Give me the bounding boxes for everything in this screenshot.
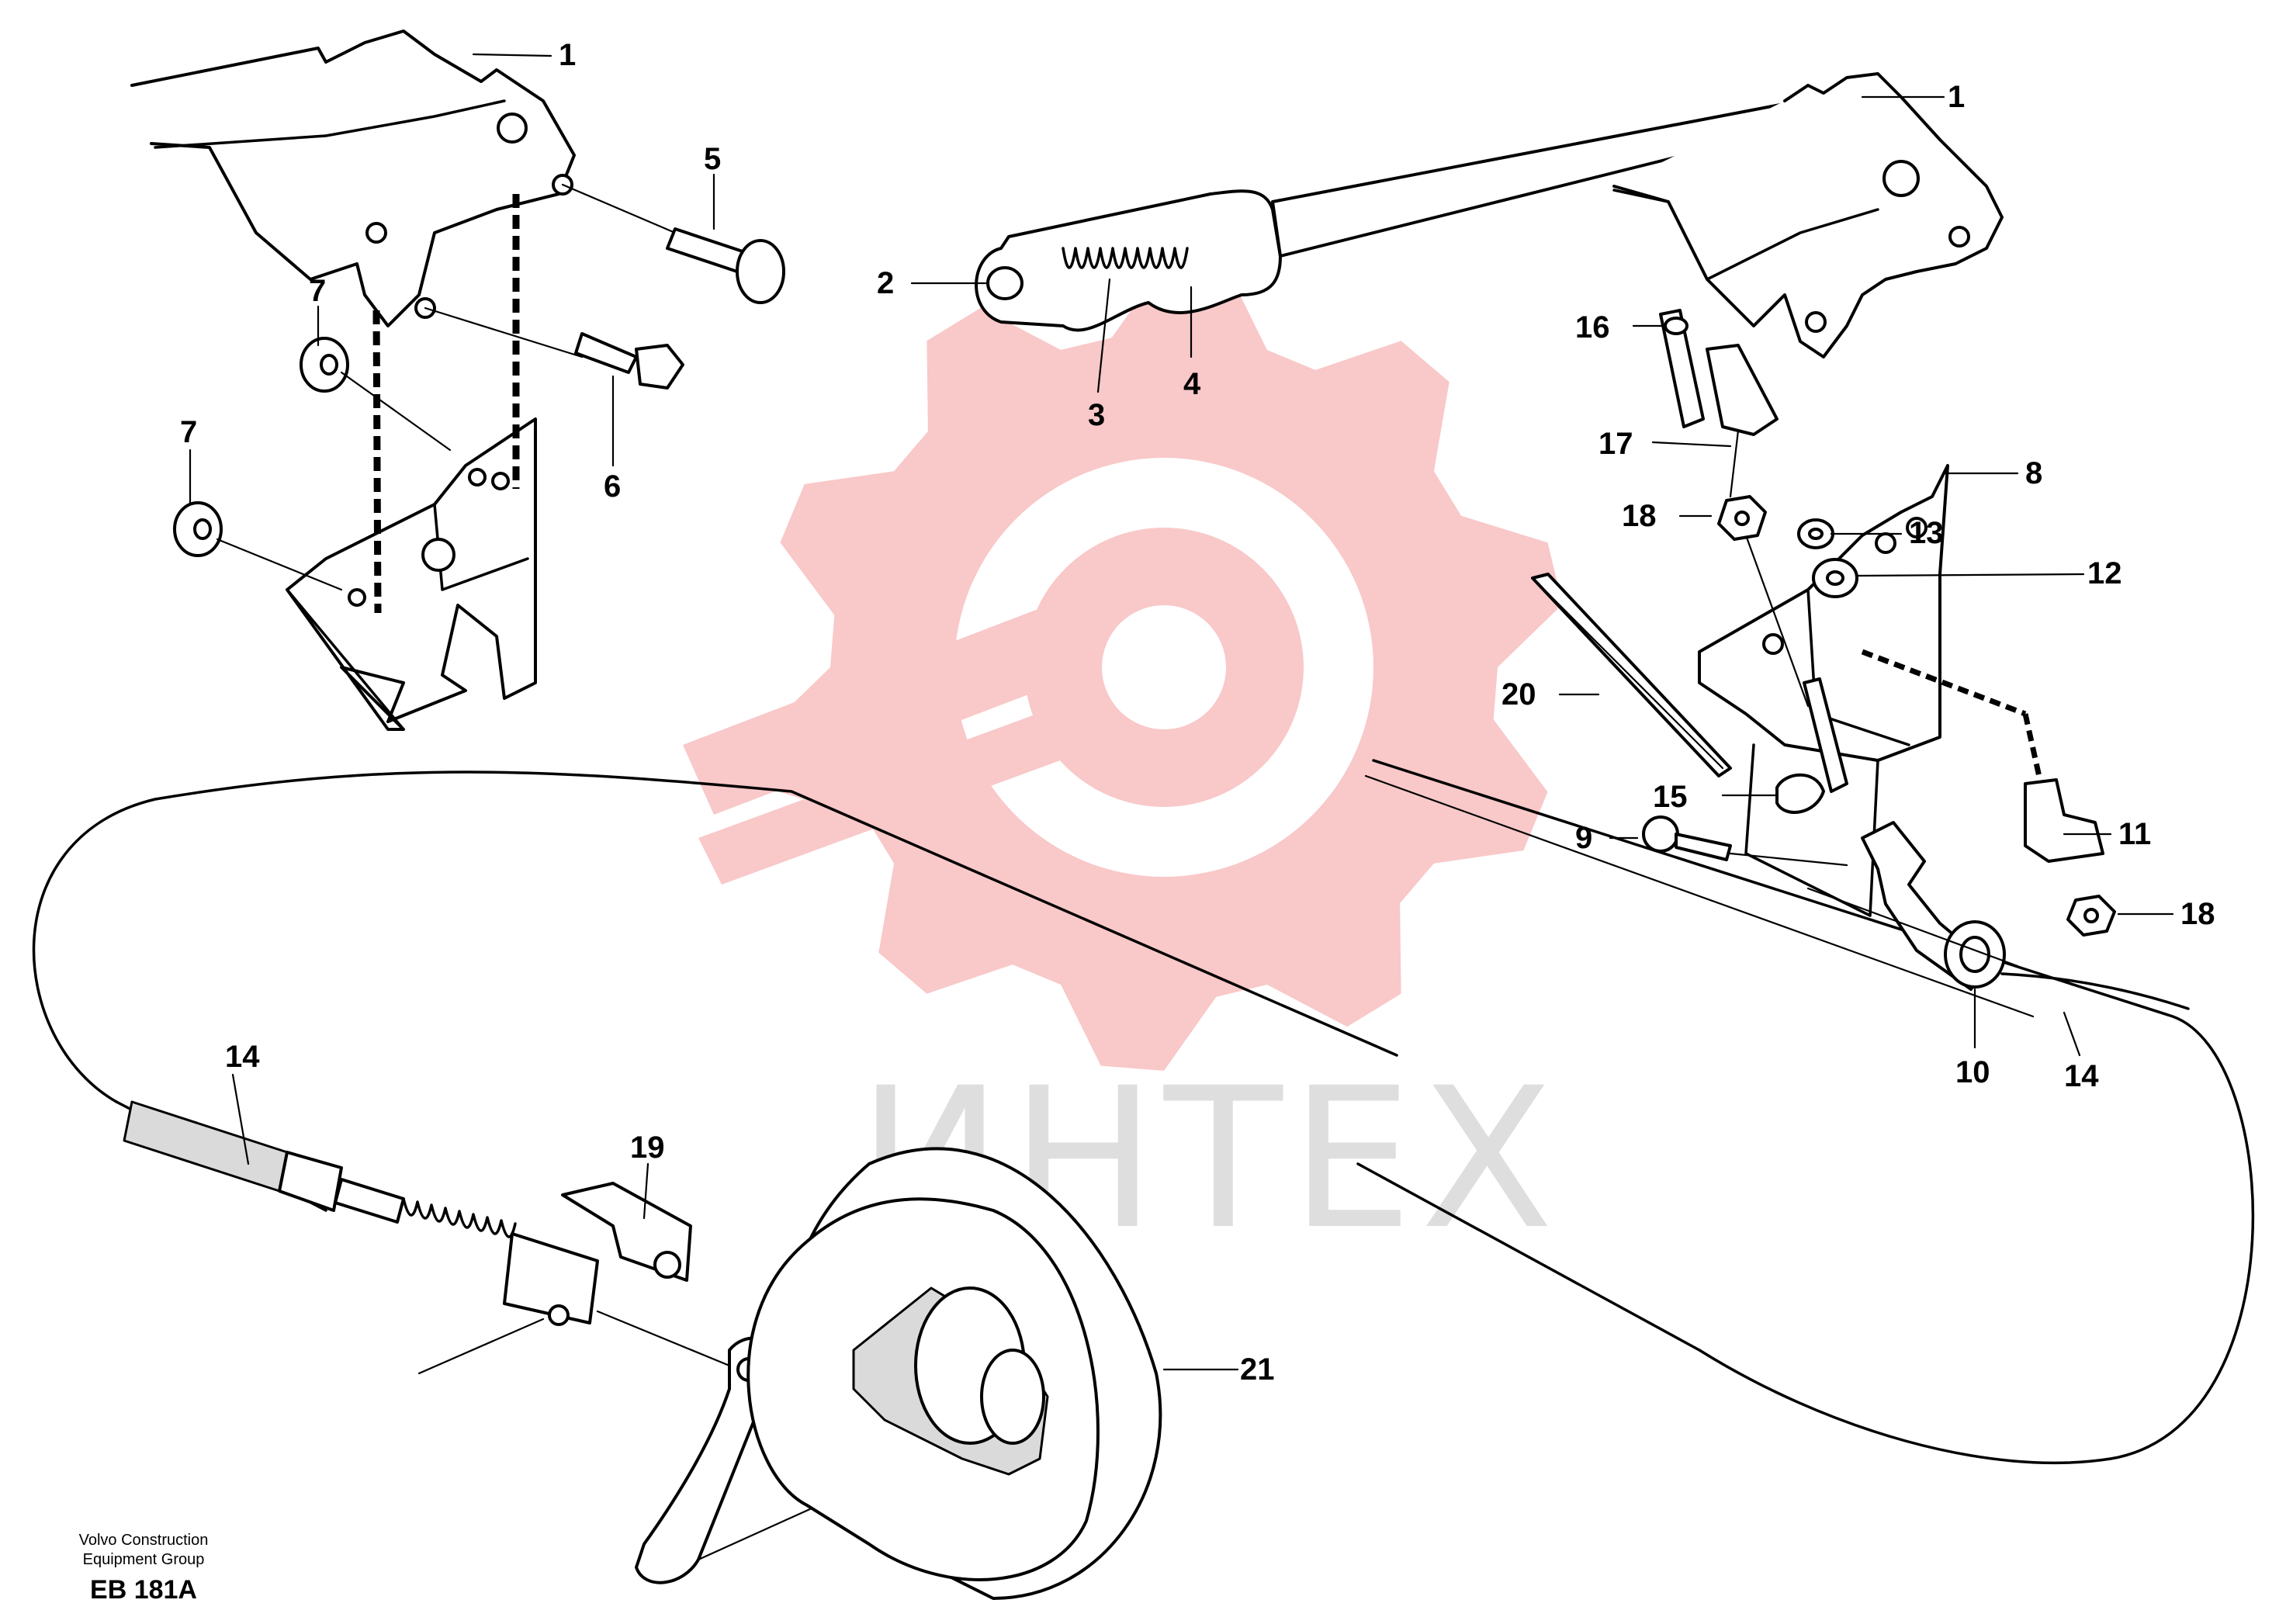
callout-5: 5 bbox=[704, 142, 721, 176]
leader-lines bbox=[189, 53, 2174, 1371]
clip-part-15 bbox=[1775, 773, 1825, 814]
bracket-hole bbox=[365, 222, 387, 244]
callout-18b: 18 bbox=[2180, 897, 2215, 931]
cable-routing-line bbox=[1364, 774, 2035, 1018]
callout-7a: 7 bbox=[309, 274, 326, 308]
callout-18a: 18 bbox=[1622, 499, 1657, 533]
callout-6: 6 bbox=[604, 469, 621, 504]
bracket-hole bbox=[348, 588, 366, 607]
lever-arm-left bbox=[130, 29, 576, 327]
drawing-code: EB 181A bbox=[90, 1575, 197, 1605]
switch-part-11 bbox=[2024, 778, 2104, 863]
switch-dash-line bbox=[1861, 649, 2027, 717]
bracket-hole bbox=[1906, 517, 1928, 538]
callout-21: 21 bbox=[1240, 1352, 1275, 1387]
bracket-hole bbox=[1762, 633, 1784, 655]
lock-washer-part-12 bbox=[1812, 558, 1858, 598]
leader-line bbox=[1806, 887, 2019, 968]
callout-11: 11 bbox=[2118, 817, 2151, 851]
cable-part-14-right bbox=[2000, 972, 2190, 1010]
callout-14b: 14 bbox=[2064, 1059, 2099, 1093]
alignment-dash bbox=[372, 310, 382, 614]
callout-14a: 14 bbox=[225, 1040, 260, 1074]
watermark-wrench bbox=[683, 543, 1242, 885]
hand-lever-assembly bbox=[975, 72, 2004, 358]
washer-part-7b bbox=[173, 501, 343, 591]
callout-3: 3 bbox=[1088, 398, 1105, 432]
screw-part-9 bbox=[1642, 815, 1848, 867]
watermark-gear-center bbox=[1102, 605, 1226, 729]
callout-9: 9 bbox=[1575, 821, 1592, 855]
company-name-line1: Volvo Construction bbox=[79, 1532, 209, 1549]
cable-spring bbox=[402, 1197, 517, 1238]
bracket-hole bbox=[491, 472, 510, 490]
callout-1b: 1 bbox=[1948, 80, 1965, 114]
callout-2: 2 bbox=[877, 266, 894, 300]
washer-part-13 bbox=[1797, 518, 1834, 549]
bolt-part-6 bbox=[424, 306, 684, 390]
strip-part-20-inner bbox=[1539, 584, 1724, 770]
cable-routing-loop bbox=[32, 759, 2255, 1465]
callout-4: 4 bbox=[1183, 367, 1201, 401]
screw-part-5 bbox=[561, 183, 785, 304]
lever-bracket-left-assembly bbox=[130, 29, 785, 731]
clip-part-19 bbox=[561, 1182, 692, 1282]
callout-1a: 1 bbox=[559, 38, 576, 72]
nut-part-18b bbox=[2066, 895, 2116, 937]
grip-end-cap bbox=[986, 266, 1024, 300]
callout-8: 8 bbox=[2025, 456, 2042, 490]
bracket-hole bbox=[1948, 226, 1970, 248]
bracket-hole bbox=[497, 113, 528, 144]
watermark: ИНТЕХ bbox=[683, 264, 1563, 1272]
callout-15: 15 bbox=[1653, 780, 1688, 814]
mounting-bracket-left-edge bbox=[286, 503, 529, 731]
nut-part-18a bbox=[1717, 495, 1767, 541]
callout-17: 17 bbox=[1598, 427, 1633, 461]
grip-spring bbox=[1062, 247, 1189, 269]
bracket-hole bbox=[1805, 311, 1827, 333]
adjusting-rod bbox=[1729, 429, 1848, 793]
drawing-footer: Volvo Construction Equipment Group EB 18… bbox=[79, 1532, 209, 1605]
switch-dash-line-down bbox=[2022, 713, 2044, 784]
lever-arm-left-top-edge bbox=[154, 99, 506, 149]
callout-20: 20 bbox=[1501, 677, 1536, 712]
clevis-part-16 bbox=[1659, 309, 1779, 436]
washer-part-7a bbox=[300, 337, 452, 452]
callout-13: 13 bbox=[1909, 516, 1944, 550]
callout-19: 19 bbox=[630, 1131, 665, 1165]
lever-arm-right bbox=[1612, 72, 2004, 358]
company-name-line2: Equipment Group bbox=[83, 1551, 205, 1568]
callout-12: 12 bbox=[2087, 556, 2122, 590]
watermark-gear-icon bbox=[683, 264, 1563, 1071]
lever-arm-right-edge bbox=[1612, 189, 1879, 281]
lever-pivot-hole bbox=[1882, 160, 1920, 197]
bracket-hole bbox=[468, 468, 487, 487]
bracket-hole bbox=[1875, 532, 1896, 554]
callout-labels: 1 1 2 3 4 5 6 7 7 8 9 10 11 12 13 14 14 … bbox=[180, 38, 2215, 1387]
brake-drum-part-21 bbox=[746, 1147, 1162, 1600]
callout-10: 10 bbox=[1955, 1055, 1990, 1089]
bracket-hole bbox=[421, 538, 455, 572]
cable-part-14-left bbox=[123, 1100, 731, 1375]
mounting-bracket-left bbox=[286, 417, 537, 731]
grommet-part-10 bbox=[1944, 920, 2006, 989]
callout-16: 16 bbox=[1575, 310, 1610, 345]
callout-7b: 7 bbox=[180, 415, 197, 449]
